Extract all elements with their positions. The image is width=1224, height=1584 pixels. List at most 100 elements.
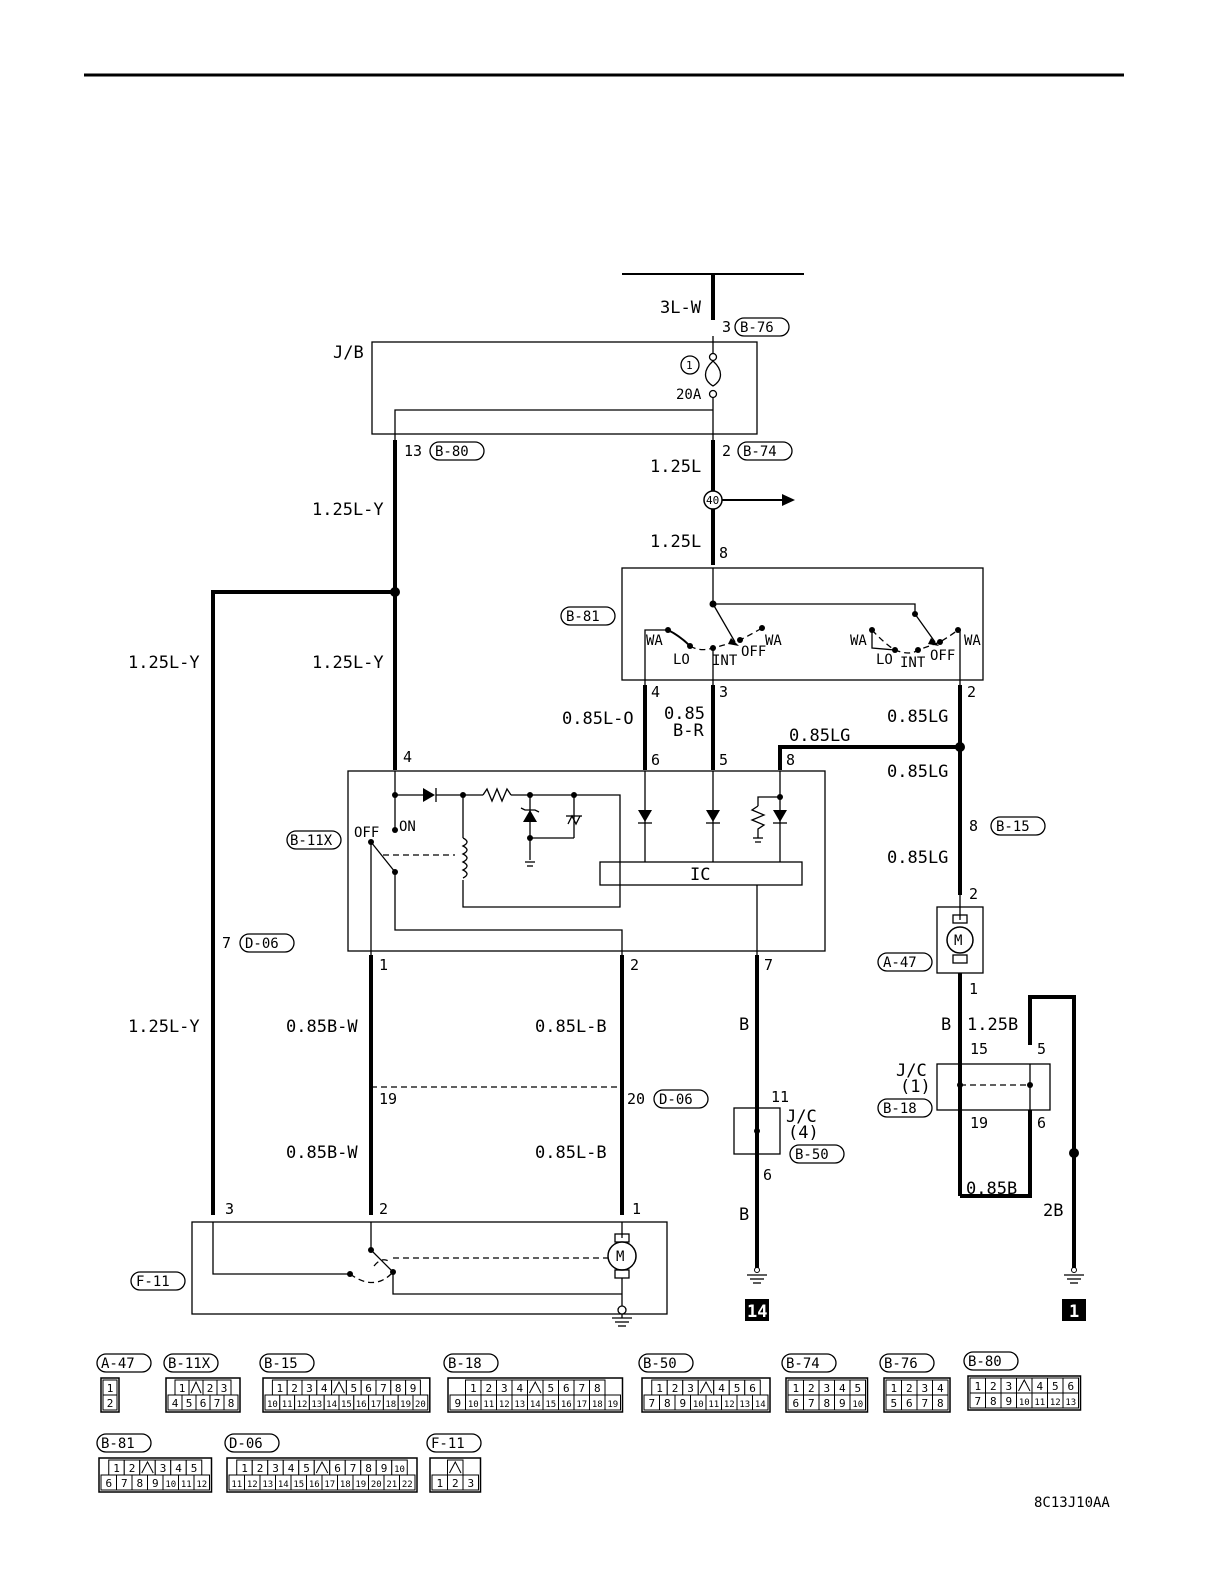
face-pin-number: 7 (121, 1477, 128, 1490)
face-pin-number: 3 (306, 1382, 313, 1395)
connector-tag-B11X: B-11X (286, 830, 342, 850)
face-pin-number: 1 (179, 1382, 186, 1395)
face-pin-number: 1 (470, 1382, 477, 1395)
diode-8 (773, 810, 787, 822)
pin-f11-1: 1 (632, 1200, 641, 1218)
face-pin-number: 14 (530, 1400, 541, 1410)
switch-int-right: INT (900, 655, 926, 671)
face-pin-number: 10 (1019, 1398, 1030, 1408)
switch-wa-left1: WA (646, 633, 663, 649)
face-key-mark (190, 1380, 202, 1394)
face-tag-B76 (879, 1353, 935, 1373)
face-pin-number: 14 (278, 1480, 289, 1490)
face-outline-B18 (447, 1377, 624, 1413)
face-pin-number: 4 (937, 1382, 944, 1395)
switch-off-right: OFF (930, 648, 955, 664)
face-pin-number: 8 (228, 1397, 235, 1410)
switch-lo-right: LO (876, 652, 893, 668)
wire-085B-loop (960, 1110, 1032, 1198)
face-cell (1062, 1392, 1079, 1409)
ground-point-1: 1 (1069, 1302, 1079, 1322)
face-cell (193, 1474, 210, 1491)
face-pin-number: 10 (165, 1480, 176, 1490)
face-pin-number: 1 (656, 1382, 663, 1395)
face-pin-number: 21 (386, 1480, 397, 1490)
wiper-motor-box (191, 1221, 668, 1315)
face-tag-B11X (163, 1353, 219, 1373)
washer-motor-m: M (954, 933, 962, 949)
face-pin-number: 13 (1065, 1398, 1076, 1408)
face-pin-number: 10 (267, 1400, 278, 1410)
ground-point-14: 14 (747, 1302, 767, 1322)
face-key-mark (529, 1380, 542, 1394)
face-pin-number: 6 (334, 1462, 341, 1475)
face-pin-number: 18 (592, 1400, 603, 1410)
connector-tag-B76: B-76 (734, 317, 790, 337)
face-pin-number: 19 (400, 1400, 411, 1410)
face-pin-number: 10 (693, 1400, 704, 1410)
face-tag-F11 (426, 1433, 482, 1453)
svg-text:B-18: B-18 (883, 1101, 917, 1117)
face-key-mark (699, 1380, 713, 1394)
face-pin-number: 16 (309, 1480, 320, 1490)
face-pin-number: 5 (854, 1382, 861, 1395)
face-pin-number: 8 (990, 1395, 997, 1408)
face-pin-number: 22 (402, 1480, 413, 1490)
pin-d06-19: 19 (379, 1090, 397, 1108)
svg-text:B-81: B-81 (566, 609, 600, 625)
face-tag-B80 (963, 1351, 1019, 1371)
svg-text:B-76: B-76 (740, 320, 774, 336)
junction-block-box (371, 341, 758, 435)
switch-int-left: INT (712, 653, 738, 669)
face-pin-number: 7 (214, 1397, 221, 1410)
resistor-ic (750, 805, 766, 838)
face-pin-number: 6 (1067, 1380, 1074, 1393)
face-pin-number: 12 (1050, 1398, 1061, 1408)
connector-tag-F11: F-11 (130, 1271, 186, 1291)
face-pin-number: 5 (1052, 1380, 1059, 1393)
face-pin-number: 7 (974, 1395, 981, 1408)
wire-label-085LB-1: 0.85L-B (535, 1017, 607, 1037)
pin-b74-2: 2 (722, 442, 731, 460)
face-pin-number: 13 (739, 1400, 750, 1410)
face-pin-number: 9 (454, 1397, 461, 1410)
face-tag-B50 (638, 1353, 694, 1373)
pin-b80-13: 13 (404, 442, 422, 460)
face-pin-number: 9 (152, 1477, 159, 1490)
face-pin-number: 2 (129, 1462, 136, 1475)
face-pin-number: 5 (350, 1382, 357, 1395)
svg-text:B-80: B-80 (435, 444, 469, 460)
face-cell (462, 1474, 479, 1491)
pin-b18-5: 5 (1037, 1040, 1046, 1058)
face-pin-number: 10 (468, 1400, 479, 1410)
face-pin-number: 8 (365, 1462, 372, 1475)
branch-arrow-head (782, 494, 795, 506)
wire-label-B-2: B (739, 1205, 749, 1225)
face-cell (932, 1394, 949, 1411)
face-pin-number: 15 (545, 1400, 556, 1410)
face-pin-number: 10 (852, 1400, 863, 1410)
wire-label-2B: 2B (1043, 1201, 1063, 1221)
face-pin-number: 1 (113, 1462, 120, 1475)
face-outline-B15 (262, 1377, 431, 1413)
face-pin-number: 1 (792, 1382, 799, 1395)
figure-code: 8C13J10AA (1034, 1495, 1110, 1511)
face-cell (752, 1394, 769, 1411)
pin-b50-6: 6 (763, 1166, 772, 1184)
face-pin-number: 11 (282, 1400, 293, 1410)
jc1-label: J/C (896, 1061, 927, 1081)
svg-text:B-11X: B-11X (290, 833, 333, 849)
face-tag-label-A47: A-47 (101, 1356, 135, 1372)
pin-b81-2: 2 (967, 683, 976, 701)
face-cell (223, 1394, 239, 1411)
face-pin-number: 4 (718, 1382, 725, 1395)
ground-symbol-1 (1064, 1267, 1084, 1284)
connector-tag-A47: A-47 (877, 952, 933, 972)
face-pin-number: 1 (436, 1477, 443, 1490)
pin-b81-4: 4 (651, 683, 660, 701)
wire-label-085BW-2: 0.85B-W (286, 1143, 358, 1163)
face-pin-number: 5 (303, 1462, 310, 1475)
